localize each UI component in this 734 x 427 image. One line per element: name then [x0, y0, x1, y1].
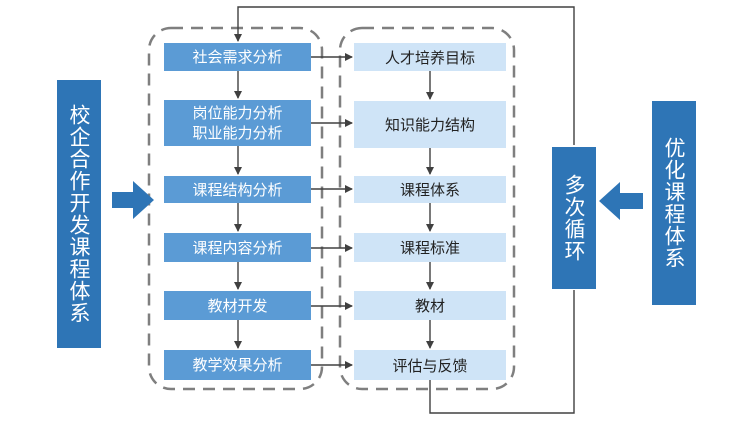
- analysis-step-5: 教材开发: [164, 291, 311, 320]
- analysis-step-2-line-2: 职业能力分析: [192, 124, 283, 142]
- analysis-step-5-label: 教材开发: [207, 296, 268, 315]
- analysis-step-2: 岗位能力分析 职业能力分析: [164, 100, 311, 146]
- outcome-step-3-label: 课程体系: [399, 181, 460, 199]
- right-side-box: 优化课程体系: [652, 101, 696, 305]
- analysis-step-2-line-1: 岗位能力分析: [192, 104, 283, 122]
- cycle-label: 多次循环: [562, 174, 586, 262]
- analysis-step-3: 课程结构分析: [164, 176, 311, 203]
- analysis-step-6: 教学效果分析: [164, 350, 311, 380]
- left-side-label: 校企合作开发课程体系: [67, 104, 91, 324]
- outcome-group-frame: [338, 26, 516, 391]
- outcome-step-5-label: 教材: [414, 297, 445, 315]
- right-side-label: 优化课程体系: [662, 137, 686, 269]
- outcome-step-6-label: 评估与反馈: [392, 356, 468, 375]
- outcome-step-1: 人才培养目标: [354, 43, 506, 71]
- outcome-step-5: 教材: [354, 291, 506, 320]
- analysis-group-frame: [147, 26, 324, 391]
- outcome-step-4-label: 课程标准: [399, 239, 460, 257]
- cycle-bottom-loop: [429, 290, 575, 414]
- outcome-step-1-label: 人才培养目标: [384, 48, 475, 67]
- outcome-step-3: 课程体系: [354, 176, 506, 203]
- analysis-step-6-label: 教学效果分析: [192, 356, 283, 374]
- outcome-step-2-label: 知识能力结构: [384, 116, 475, 134]
- left-side-box: 校企合作开发课程体系: [57, 80, 101, 348]
- outcome-step-6: 评估与反馈: [354, 350, 506, 380]
- left-block-arrow: [112, 181, 154, 219]
- outcome-step-4: 课程标准: [354, 233, 506, 262]
- right-block-arrow: [599, 182, 643, 220]
- analysis-step-4-label: 课程内容分析: [192, 238, 283, 257]
- analysis-step-1-label: 社会需求分析: [192, 48, 283, 66]
- outcome-step-2: 知识能力结构: [354, 101, 506, 148]
- cycle-top-loop: [234, 6, 575, 145]
- cycle-box: 多次循环: [552, 147, 596, 289]
- analysis-step-4: 课程内容分析: [164, 233, 311, 262]
- analysis-step-1: 社会需求分析: [164, 43, 311, 71]
- analysis-step-3-label: 课程结构分析: [192, 180, 283, 199]
